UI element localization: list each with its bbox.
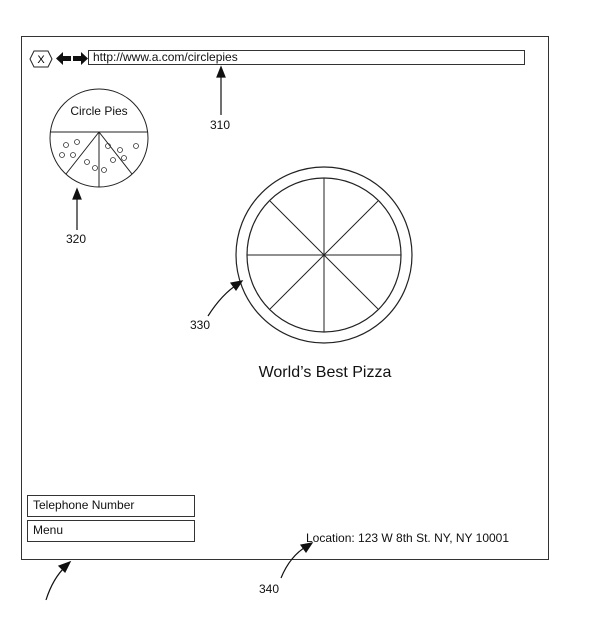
close-button[interactable]: X xyxy=(29,50,53,68)
pizza-logo-icon[interactable] xyxy=(49,88,149,188)
ref-310: 310 xyxy=(210,118,231,132)
close-icon: X xyxy=(29,50,53,68)
back-arrow-icon[interactable] xyxy=(56,52,71,65)
close-label: X xyxy=(37,54,45,66)
ref-320: 320 xyxy=(66,232,87,246)
ref-330: 330 xyxy=(190,318,211,332)
browser-window xyxy=(21,36,549,560)
reference-arrows xyxy=(45,65,314,601)
address-bar[interactable]: http://www.a.com/circlepies xyxy=(88,50,525,65)
page-headline: World’s Best Pizza xyxy=(258,364,392,381)
menu-link[interactable]: Menu xyxy=(27,520,195,542)
telephone-number-link[interactable]: Telephone Number xyxy=(27,495,195,517)
location-text: Location: 123 W 8th St. NY, NY 10001 xyxy=(306,531,510,545)
pizza-image xyxy=(235,166,413,344)
forward-arrow-icon[interactable] xyxy=(73,52,88,65)
nav-arrows xyxy=(56,51,88,66)
logo-title: Circle Pies xyxy=(70,104,128,118)
ref-340: 340 xyxy=(259,582,280,596)
